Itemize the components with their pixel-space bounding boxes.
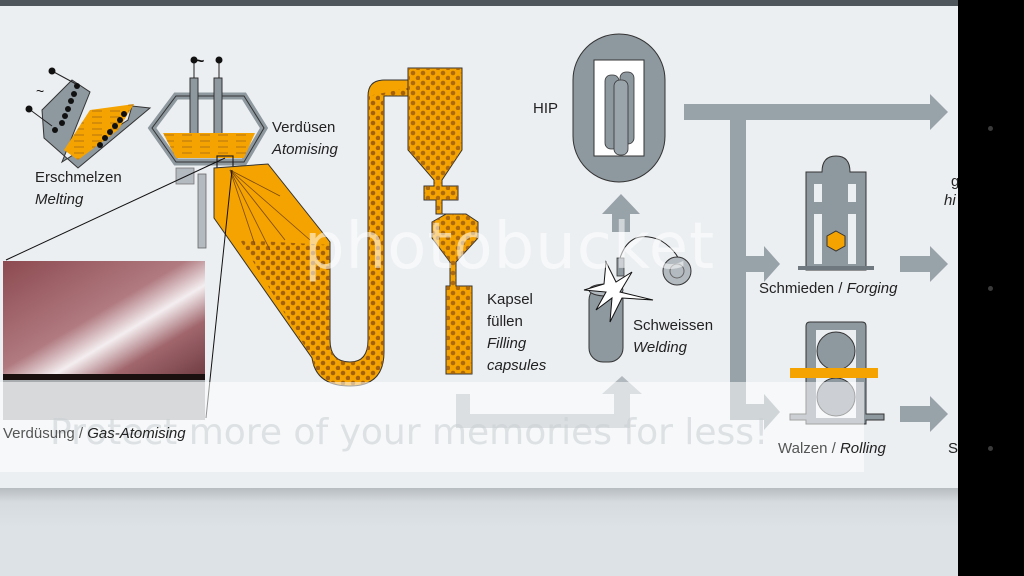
viewer-bottom-band (0, 488, 958, 576)
label-cutoff-top-en: hi (944, 192, 956, 209)
label-welding: Schweissen Welding (633, 317, 714, 356)
label-rolling: Walzen / Rolling (778, 440, 886, 457)
label-gas-atomising: Verdüsung / Gas-Atomising (3, 425, 186, 442)
page-dot-3[interactable] (988, 446, 993, 451)
label-filling: Kapsel füllen Filling capsules (487, 291, 547, 374)
label-atomising-en: Atomising (272, 141, 338, 158)
label-melting: Erschmelzen Melting (35, 167, 122, 211)
power-symbol: ~ (195, 53, 204, 70)
viewer-top-bar (0, 0, 958, 6)
page-dot-2[interactable] (988, 286, 993, 291)
zoom-callout-lines (5, 157, 233, 419)
melting-crucible-icon (25, 67, 152, 169)
welding-icon (583, 236, 692, 363)
hip-vessel-icon (572, 33, 666, 183)
atomising-vessel-icon (147, 56, 269, 249)
watermark-logo: photobucket (304, 210, 716, 284)
spray-chamber-icon (213, 79, 433, 387)
label-atomising: Verdüsen Atomising (272, 117, 338, 161)
label-cutoff-top: g (951, 173, 960, 190)
power-symbol: ~ (36, 83, 44, 99)
cyclone-separator-icon (407, 67, 479, 375)
label-atomising-de: Verdüsen (272, 119, 336, 136)
label-forging: Schmieden / Forging (759, 280, 898, 297)
process-diagram: ~ ~ (3, 33, 948, 432)
label-cutoff-bottom: S (948, 440, 959, 457)
label-melting-de: Erschmelzen (35, 169, 122, 186)
forging-press-icon (798, 155, 874, 271)
watermark-overlay (0, 382, 864, 472)
page-dot-1[interactable] (988, 126, 993, 131)
watermark-tagline: Protect more of your memories for less! (50, 412, 769, 453)
label-melting-en: Melting (35, 191, 84, 208)
label-hip: HIP (533, 100, 559, 117)
